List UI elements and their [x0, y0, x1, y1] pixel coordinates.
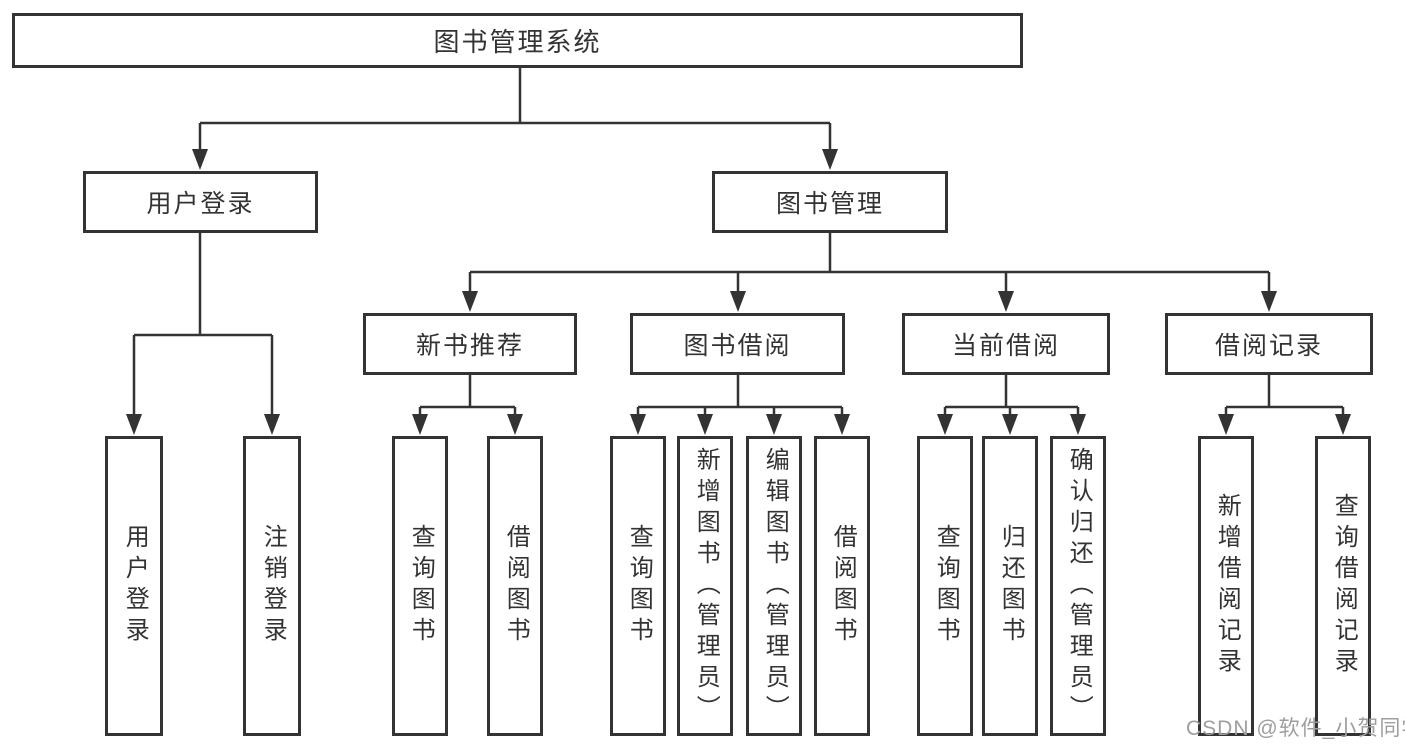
connector-user-login-children — [126, 233, 280, 435]
arrowhead-icon — [630, 414, 646, 435]
arrowhead-icon — [507, 414, 523, 435]
leaf-borrow-borrow-label: 借阅图书 — [829, 524, 857, 648]
node-root: 图书管理系统 — [12, 13, 1023, 68]
arrowhead-icon — [937, 414, 953, 435]
arrowhead-icon — [1070, 414, 1086, 435]
leaf-logout-label: 注销登录 — [259, 524, 287, 648]
leaf-records-query-label: 查询借阅记录 — [1330, 493, 1358, 679]
node-book-borrow-label: 图书借阅 — [683, 332, 792, 360]
watermark: CSDN @软件_小贺同学 — [1186, 717, 1405, 740]
leaf-current-return-label: 归还图书 — [997, 524, 1025, 648]
leaf-records-add: 新增借阅记录 — [1198, 436, 1254, 736]
connector-current-borrow-children — [937, 375, 1086, 435]
node-current-borrow-label: 当前借阅 — [951, 332, 1060, 360]
leaf-current-return: 归还图书 — [982, 436, 1038, 736]
arrowhead-icon — [834, 414, 850, 435]
leaf-current-confirm: 确认归还（管理员） — [1050, 436, 1106, 736]
arrowhead-icon — [1261, 291, 1277, 312]
leaf-records-query: 查询借阅记录 — [1315, 436, 1371, 736]
connector-borrow-records-children — [1218, 375, 1351, 435]
connector-book-borrow-children — [630, 375, 850, 435]
leaf-records-add-label: 新增借阅记录 — [1213, 493, 1241, 679]
leaf-newbook-query: 查询图书 — [392, 436, 448, 736]
leaf-current-query-label: 查询图书 — [932, 524, 960, 648]
leaf-borrow-borrow: 借阅图书 — [814, 436, 870, 736]
node-current-borrow: 当前借阅 — [902, 313, 1110, 375]
node-borrow-records-label: 借阅记录 — [1214, 332, 1323, 360]
arrowhead-icon — [822, 149, 838, 170]
arrowhead-icon — [1218, 414, 1234, 435]
leaf-current-confirm-label: 确认归还（管理员） — [1065, 446, 1093, 726]
leaf-borrow-add: 新增图书（管理员） — [677, 436, 733, 736]
leaf-user-login: 用户登录 — [105, 436, 163, 736]
arrowhead-icon — [697, 414, 713, 435]
leaf-newbook-query-label: 查询图书 — [407, 524, 435, 648]
leaf-current-query: 查询图书 — [917, 436, 973, 736]
connector-book-mgmt-children — [462, 233, 1277, 312]
arrowhead-icon — [1002, 414, 1018, 435]
arrowhead-icon — [1335, 414, 1351, 435]
leaf-borrow-edit-label: 编辑图书（管理员） — [761, 446, 789, 726]
node-book-borrow: 图书借阅 — [630, 313, 845, 375]
node-new-book: 新书推荐 — [363, 313, 577, 375]
leaf-newbook-borrow: 借阅图书 — [487, 436, 543, 736]
leaf-borrow-query-label: 查询图书 — [625, 524, 653, 648]
leaf-borrow-query: 查询图书 — [610, 436, 666, 736]
arrowhead-icon — [730, 291, 746, 312]
leaf-borrow-add-label: 新增图书（管理员） — [692, 446, 720, 726]
arrowhead-icon — [192, 149, 208, 170]
node-borrow-records: 借阅记录 — [1165, 313, 1373, 375]
leaf-user-login-label: 用户登录 — [121, 524, 149, 648]
arrowhead-icon — [998, 291, 1014, 312]
arrowhead-icon — [412, 414, 428, 435]
node-book-mgmt: 图书管理 — [712, 171, 948, 233]
node-root-label: 图书管理系统 — [433, 27, 602, 57]
node-user-login-label: 用户登录 — [146, 190, 255, 218]
arrowhead-icon — [126, 414, 142, 435]
arrowhead-icon — [264, 414, 280, 435]
leaf-newbook-borrow-label: 借阅图书 — [502, 524, 530, 648]
node-book-mgmt-label: 图书管理 — [775, 190, 884, 218]
arrowhead-icon — [766, 414, 782, 435]
node-new-book-label: 新书推荐 — [415, 332, 524, 360]
connector-root-to-level2 — [192, 68, 838, 170]
arrowhead-icon — [462, 291, 478, 312]
leaf-borrow-edit: 编辑图书（管理员） — [746, 436, 802, 736]
node-user-login: 用户登录 — [83, 171, 318, 233]
leaf-logout: 注销登录 — [243, 436, 301, 736]
connector-new-book-children — [412, 375, 523, 435]
